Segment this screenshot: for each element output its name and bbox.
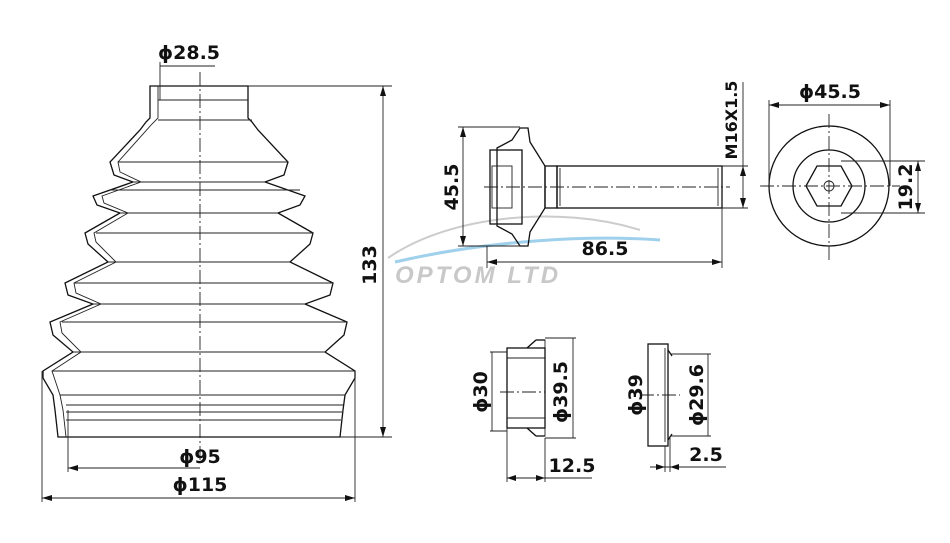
dim-ring2-width: 2.5 [689, 444, 723, 466]
boot-left-profile [42, 85, 200, 438]
bolt-drawing: 45.5 86.5 M16X1.5 [441, 81, 748, 268]
dim-ring2-inner-diameter: ϕ29.6 [686, 364, 708, 426]
dim-boot-height: 133 [359, 245, 381, 285]
dim-ring2-outer-diameter: ϕ39 [625, 374, 647, 416]
dim-ring1-inner-diameter: ϕ30 [470, 371, 492, 413]
watermark-logo: OPTOM LTD [387, 215, 661, 289]
watermark-text: OPTOM LTD [395, 262, 561, 289]
dim-bolt-thread: M16X1.5 [722, 81, 741, 160]
boot-inner-wall [51, 86, 159, 438]
dim-boot-inner-diameter: ϕ95 [179, 446, 221, 468]
clamp-ring-1: ϕ30 ϕ39.5 12.5 [470, 337, 596, 482]
dim-boot-top-diameter: ϕ28.5 [158, 42, 220, 64]
dim-boot-outer-diameter: ϕ115 [173, 474, 228, 496]
dim-ring1-outer-diameter: ϕ39.5 [550, 361, 572, 423]
dim-ring1-width: 12.5 [549, 455, 596, 477]
dim-bolt-length: 86.5 [582, 238, 629, 260]
bolt-end-view: ϕ45.5 19.2 [760, 81, 925, 262]
boot-drawing: ϕ28.5 133 ϕ95 ϕ115 [41, 42, 392, 502]
boot-rib-lines [52, 99, 355, 421]
dim-bolt-head-diameter: 45.5 [441, 164, 463, 211]
clamp-ring-2: ϕ39 ϕ29.6 2.5 [625, 343, 726, 472]
boot-right-profile [200, 85, 356, 438]
dim-hex-size: 19.2 [895, 164, 917, 211]
dim-end-view-diameter: ϕ45.5 [799, 81, 861, 103]
